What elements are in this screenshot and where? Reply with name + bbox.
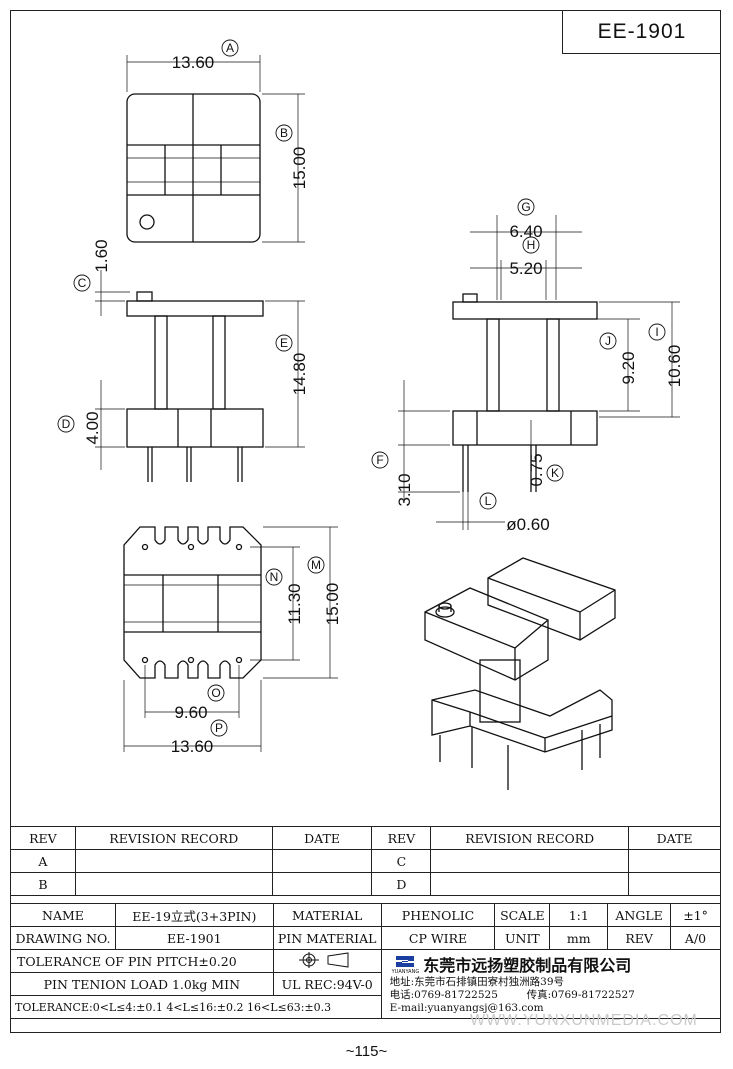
title-block: NAME EE-19立式(3+3PIN) MATERIAL PHENOLIC S… bbox=[10, 903, 722, 1019]
revision-table: REV REVISION RECORD DATE REV REVISION RE… bbox=[10, 826, 721, 896]
drawing-no-value: EE-1901 bbox=[114, 926, 274, 950]
tolerance-line: TOLERANCE:0<L≤4:±0.1 4<L≤16:±0.2 16<L≤63… bbox=[10, 995, 382, 1019]
revision-header: REV bbox=[371, 826, 432, 850]
watermark: WWW.YUNXUNMEDIA.COM bbox=[470, 1012, 698, 1029]
marker-d: D bbox=[62, 417, 71, 431]
dim-d-value: 4.00 bbox=[83, 411, 102, 444]
scale-value: 1:1 bbox=[549, 903, 609, 927]
marker-j: J bbox=[605, 334, 611, 348]
drawing-no-label: DRAWING NO. bbox=[10, 926, 116, 950]
marker-n: N bbox=[270, 570, 279, 584]
dim-k-value: 0.75 bbox=[527, 453, 546, 486]
dim-j-value: 9.20 bbox=[619, 351, 638, 384]
dim-h-value: 5.20 bbox=[509, 259, 542, 278]
scale-label: SCALE bbox=[494, 903, 551, 927]
isometric-view bbox=[424, 557, 616, 790]
revision-header: DATE bbox=[628, 826, 721, 850]
revision-header: REVISION RECORD bbox=[74, 826, 273, 850]
drawing-frame bbox=[10, 10, 721, 1033]
material-value: PHENOLIC bbox=[380, 903, 496, 927]
bottom-view bbox=[123, 526, 338, 752]
revision-cell bbox=[628, 872, 721, 896]
revision-cell bbox=[628, 849, 721, 873]
dim-i-value: 10.60 bbox=[665, 345, 684, 388]
dim-b-value: 15.00 bbox=[290, 147, 309, 190]
dim-l-value: ø0.60 bbox=[506, 515, 549, 534]
revision-cell: A bbox=[10, 849, 76, 873]
marker-a: A bbox=[226, 41, 234, 55]
marker-m: M bbox=[311, 558, 321, 572]
company-fax: 传真:0769-81722527 bbox=[526, 989, 635, 1001]
revision-row: B D bbox=[10, 872, 721, 896]
dim-f-value: 3.10 bbox=[395, 473, 414, 506]
name-label: NAME bbox=[10, 903, 116, 927]
company-logo-text: YUANYANG bbox=[391, 968, 420, 975]
revision-cell bbox=[271, 849, 373, 873]
marker-h: H bbox=[527, 238, 536, 252]
pin-material-label: PIN MATERIAL bbox=[272, 926, 382, 950]
revision-header: DATE bbox=[271, 826, 373, 850]
dim-c-value: 1.60 bbox=[92, 239, 111, 272]
marker-l: L bbox=[485, 494, 492, 508]
company-name: 东莞市远扬塑胶制品有限公司 bbox=[423, 956, 632, 975]
company-address: 地址:东莞市石排镇田寮村独洲路39号 bbox=[389, 976, 565, 988]
revision-header: REV bbox=[10, 826, 76, 850]
revision-cell bbox=[430, 872, 630, 896]
dim-p-value: 13.60 bbox=[171, 737, 214, 756]
part-code-title: EE-1901 bbox=[562, 10, 721, 54]
revision-header: REVISION RECORD bbox=[430, 826, 630, 850]
unit-value: mm bbox=[549, 926, 609, 950]
company-phone-fax: 电话:0769-81722525 传真:0769-81722527 bbox=[382, 989, 719, 1002]
marker-o: O bbox=[211, 686, 220, 700]
technical-drawing: 13.60 15.00 1.60 4.00 14.80 3.10 6.40 5.… bbox=[57, 39, 684, 790]
revision-cell bbox=[74, 849, 273, 873]
unit-label: UNIT bbox=[494, 926, 551, 950]
marker-g: G bbox=[521, 200, 530, 214]
dim-g-value: 6.40 bbox=[509, 222, 542, 241]
material-label: MATERIAL bbox=[272, 903, 382, 927]
company-logo-icon: YUANYANG bbox=[391, 954, 420, 975]
page-number: ~115~ bbox=[345, 1043, 388, 1060]
front-view bbox=[95, 270, 305, 482]
dim-n-value: 11.30 bbox=[285, 583, 304, 624]
pin-material-value: CP WIRE bbox=[380, 926, 496, 950]
dim-o-value: 9.60 bbox=[174, 703, 207, 722]
tolerance-pitch: TOLERANCE OF PIN PITCH±0.20 bbox=[10, 949, 274, 973]
revision-cell: B bbox=[10, 872, 76, 896]
company-block: YUANYANG 东莞市远扬塑胶制品有限公司 地址:东莞市石排镇田寮村独洲路39… bbox=[380, 949, 722, 1019]
dim-m-value: 15.00 bbox=[323, 583, 342, 626]
top-view bbox=[126, 55, 305, 243]
dim-a-value: 13.60 bbox=[172, 53, 215, 72]
company-email: E-mail:yuanyangsj@163.com bbox=[389, 1002, 544, 1014]
ul-rec: UL REC:94V-0 bbox=[272, 972, 382, 996]
dimension-markers bbox=[57, 39, 666, 737]
marker-c: C bbox=[78, 276, 87, 290]
revision-cell: D bbox=[371, 872, 432, 896]
rev-value: A/0 bbox=[670, 926, 721, 950]
projection-symbol bbox=[272, 949, 382, 973]
pin-load: PIN TENION LOAD 1.0kg MIN bbox=[10, 972, 274, 996]
revision-row: A C bbox=[10, 849, 721, 873]
marker-b: B bbox=[280, 126, 288, 140]
marker-f: F bbox=[376, 453, 383, 467]
revision-cell bbox=[271, 872, 373, 896]
side-view bbox=[398, 215, 680, 530]
revision-cell bbox=[74, 872, 273, 896]
marker-p: P bbox=[215, 721, 223, 735]
dim-e-value: 14.80 bbox=[290, 353, 309, 396]
marker-i: I bbox=[655, 325, 658, 339]
angle-label: ANGLE bbox=[607, 903, 672, 927]
company-phone: 电话:0769-81722525 bbox=[389, 989, 498, 1001]
angle-value: ±1° bbox=[670, 903, 721, 927]
revision-cell bbox=[430, 849, 630, 873]
marker-e: E bbox=[280, 336, 288, 350]
name-value: EE-19立式(3+3PIN) bbox=[114, 903, 274, 927]
rev-label: REV bbox=[607, 926, 672, 950]
marker-k: K bbox=[551, 466, 559, 480]
projection-icon bbox=[299, 951, 349, 968]
revision-header-row: REV REVISION RECORD DATE REV REVISION RE… bbox=[10, 826, 721, 850]
revision-cell: C bbox=[371, 849, 432, 873]
